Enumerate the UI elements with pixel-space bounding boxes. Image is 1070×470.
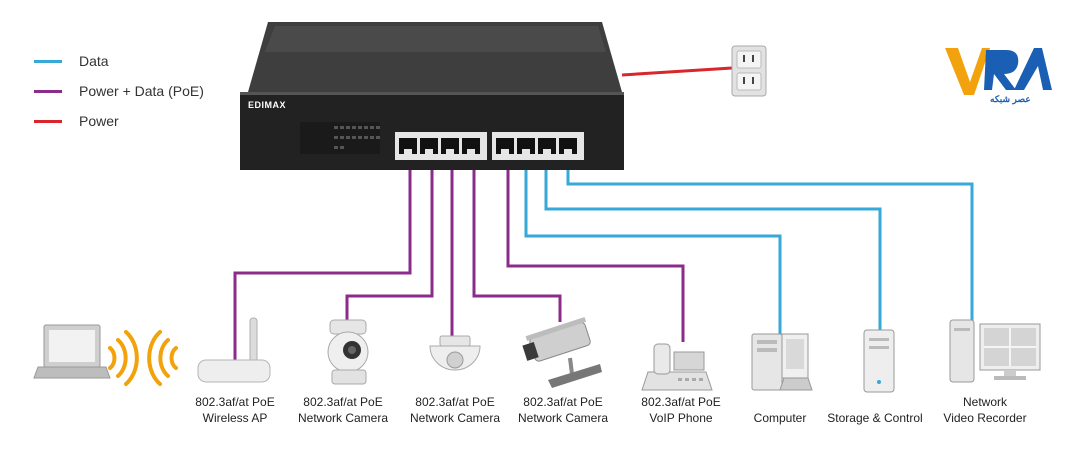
data-line-computer <box>524 168 782 334</box>
legend: Data Power + Data (PoE) Power <box>34 46 204 136</box>
device-label-line2: Network Camera <box>409 411 501 425</box>
access-point-icon <box>197 317 271 383</box>
data-line-storage <box>544 168 882 330</box>
computer-icon <box>751 333 813 391</box>
pt-camera-icon <box>327 319 369 385</box>
status-leds <box>334 126 380 149</box>
legend-label-poe: Power + Data (PoE) <box>79 83 204 99</box>
device-label-line1: 802.3af/at PoE <box>641 395 721 409</box>
logo-caption: عصر شبکه <box>990 94 1031 104</box>
power-outlet-icon <box>731 45 767 97</box>
voip-phone-icon <box>641 343 713 391</box>
laptop-icon <box>33 324 111 379</box>
legend-label-power: Power <box>79 113 119 129</box>
legend-label-data: Data <box>79 53 109 69</box>
device-label-storage: Storage & Control <box>820 410 930 426</box>
device-label-line2: Computer <box>753 411 807 425</box>
device-label-computer: Computer <box>725 410 835 426</box>
device-label-line2: Network Camera <box>297 411 389 425</box>
legend-item-power: Power <box>34 106 204 136</box>
device-label-wireless-ap: 802.3af/at PoE Wireless AP <box>180 394 290 426</box>
device-label-line2: Storage & Control <box>827 411 923 425</box>
poe-line-bullet-camera <box>472 168 562 322</box>
poe-switch <box>240 22 624 170</box>
device-label-bullet-camera: 802.3af/at PoE Network Camera <box>508 394 618 426</box>
legend-swatch-poe <box>34 89 62 93</box>
device-label-line2: VoIP Phone <box>649 411 713 425</box>
poe-line-pt-camera <box>345 168 434 322</box>
power-line <box>621 66 733 77</box>
device-label-line2: Network Camera <box>517 411 609 425</box>
data-line-nvr <box>566 168 974 322</box>
legend-swatch-data <box>34 59 62 63</box>
device-label-line1: 802.3af/at PoE <box>415 395 495 409</box>
switch-front-edge <box>240 92 624 95</box>
device-label-line1: 802.3af/at PoE <box>195 395 275 409</box>
device-label-line1: Network <box>962 395 1007 409</box>
vra-logo <box>945 48 1052 95</box>
device-label-nvr: Network Video Recorder <box>930 394 1040 426</box>
device-label-line2: Wireless AP <box>202 411 268 425</box>
ethernet-ports <box>399 138 577 154</box>
wifi-signal-icon <box>108 330 178 386</box>
switch-top-sheen <box>265 26 606 52</box>
legend-swatch-power <box>34 119 62 123</box>
dome-camera-icon <box>429 335 481 371</box>
legend-item-data: Data <box>34 46 204 76</box>
poe-line-voip-phone <box>506 168 685 342</box>
device-label-voip-phone: 802.3af/at PoE VoIP Phone <box>626 394 736 426</box>
device-label-dome-camera: 802.3af/at PoE Network Camera <box>400 394 510 426</box>
bullet-camera-icon <box>522 317 602 388</box>
poe-line-wireless-ap <box>233 168 412 360</box>
device-label-line2: Video Recorder <box>943 411 1027 425</box>
nvr-icon <box>949 319 1041 383</box>
device-label-line1: 802.3af/at PoE <box>303 395 383 409</box>
storage-icon <box>863 329 895 393</box>
legend-item-poe: Power + Data (PoE) <box>34 76 204 106</box>
device-label-pt-camera: 802.3af/at PoE Network Camera <box>288 394 398 426</box>
port-tabs <box>404 149 572 154</box>
switch-brand: EDIMAX <box>248 100 287 110</box>
device-label-line1: 802.3af/at PoE <box>523 395 603 409</box>
